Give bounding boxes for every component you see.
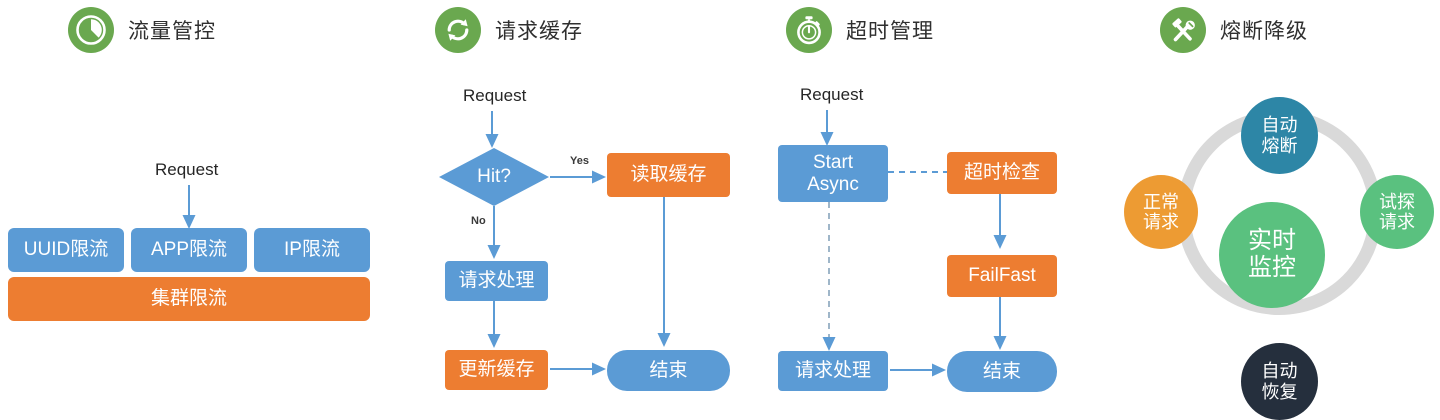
node-handle-request[interactable]: 请求处理 [778, 351, 888, 391]
node-label-handle-request: 请求处理 [458, 270, 535, 292]
node-read-cache[interactable]: 读取缓存 [607, 153, 730, 197]
cycle-label-left-line2: 请求 [1143, 212, 1179, 232]
panel-request-cache: 请求缓存 Request Hit? Yes No 读取缓存 请求处 [395, 0, 760, 419]
panel-timeout-management: 超时管理 Request Start Async 超时检查 [760, 0, 1115, 419]
tier1-label-ip: IP限流 [284, 239, 340, 261]
cycle-label-right-line2: 请求 [1379, 212, 1415, 232]
tier1-label-app: APP限流 [150, 239, 228, 261]
entry-label-request: Request [155, 160, 219, 179]
node-label-timeout-check: 超时检查 [963, 162, 1040, 184]
panel-rate-limiting: 流量管控 Request UUID限流 APP限流 IP限流 集群限流 [0, 0, 395, 419]
panel-circuit-breaker: 熔断降级 自动 熔断 正常 请求 试探 请求 自动 恢复 实时 监控 [1115, 0, 1440, 420]
cycle-label-bottom-line1: 自动 [1261, 361, 1298, 382]
entry-label-request: Request [800, 85, 864, 104]
cycle-label-left-line1: 正常 [1143, 191, 1179, 212]
cycle-label-top-line2: 熔断 [1261, 135, 1298, 156]
arrow-hit-yes-to-read-cache [550, 170, 606, 184]
cycle-label-center-line1: 实时 [1248, 227, 1296, 255]
edge-label-yes: Yes [570, 155, 589, 167]
arrow-read-cache-to-end [657, 197, 671, 347]
node-handle-request[interactable]: 请求处理 [445, 261, 548, 301]
panel-header-timeout-management: 超时管理 [786, 7, 934, 53]
decision-node-hit[interactable]: Hit? [439, 148, 549, 206]
tier1-label-uuid: UUID限流 [23, 239, 109, 261]
cycle-node-top-auto-break[interactable]: 自动 熔断 [1241, 97, 1318, 174]
edge-label-no: No [471, 215, 486, 227]
tier2-label-cluster: 集群限流 [150, 288, 227, 310]
node-label-end: 结束 [982, 360, 1021, 382]
node-update-cache[interactable]: 更新缓存 [445, 350, 548, 390]
cycle-label-bottom-line2: 恢复 [1261, 381, 1298, 402]
arrow-request-to-tier1 [182, 185, 196, 229]
node-label-update-cache: 更新缓存 [458, 359, 535, 381]
arrow-request-to-start-async [820, 110, 834, 146]
node-label-failfast: FailFast [968, 265, 1036, 287]
node-label-end: 结束 [649, 359, 688, 381]
arrow-request-to-hit [485, 111, 499, 148]
node-timeout-check[interactable]: 超时检查 [947, 152, 1057, 194]
arrow-update-cache-to-end [550, 362, 606, 376]
node-start-async[interactable]: Start Async [778, 145, 888, 202]
pie-chart-icon [68, 7, 114, 53]
cycle-label-top-line1: 自动 [1261, 115, 1298, 136]
decision-label-hit: Hit? [477, 166, 511, 187]
tools-hammer-wrench-icon [1160, 7, 1206, 53]
node-end[interactable]: 结束 [947, 351, 1057, 392]
tier2-box-cluster[interactable]: 集群限流 [8, 277, 370, 321]
panel-header-rate-limiting: 流量管控 [68, 7, 216, 53]
panel-title: 熔断降级 [1220, 20, 1308, 43]
arrow-handle-to-update-cache [487, 301, 501, 348]
sync-refresh-icon [435, 7, 481, 53]
stopwatch-icon [786, 7, 832, 53]
tier1-box-app[interactable]: APP限流 [131, 228, 247, 272]
tier1-box-uuid[interactable]: UUID限流 [8, 228, 124, 272]
cycle-node-right-probe-request[interactable]: 试探 请求 [1360, 175, 1434, 249]
panel-title: 请求缓存 [495, 20, 583, 43]
tier1-box-ip[interactable]: IP限流 [254, 228, 370, 272]
panel-header-circuit-breaker: 熔断降级 [1160, 7, 1308, 53]
node-label-start-async-line1: Start [812, 152, 854, 174]
cycle-label-right-line1: 试探 [1379, 191, 1415, 212]
node-failfast[interactable]: FailFast [947, 255, 1057, 297]
cycle-node-bottom-auto-recover[interactable]: 自动 恢复 [1241, 343, 1318, 420]
panel-header-request-cache: 请求缓存 [435, 7, 583, 53]
node-label-handle-request: 请求处理 [794, 360, 871, 382]
arrow-handle-request-to-end [890, 363, 946, 377]
arrow-hit-no-to-handle [487, 206, 501, 259]
node-end[interactable]: 结束 [607, 350, 730, 391]
entry-label-request: Request [463, 86, 527, 105]
node-label-read-cache: 读取缓存 [630, 164, 707, 186]
cycle-node-left-normal-request[interactable]: 正常 请求 [1124, 175, 1198, 249]
arrow-timeout-check-to-failfast [993, 194, 1007, 249]
cycle-label-center-line2: 监控 [1248, 254, 1296, 281]
node-label-start-async-line2: Async [807, 173, 859, 195]
panel-title: 超时管理 [846, 20, 934, 43]
arrow-start-async-to-handle-request [822, 202, 836, 351]
cycle-node-center-realtime-monitor[interactable]: 实时 监控 [1219, 202, 1325, 308]
panel-title: 流量管控 [128, 20, 216, 43]
arrow-failfast-to-end [993, 297, 1007, 350]
